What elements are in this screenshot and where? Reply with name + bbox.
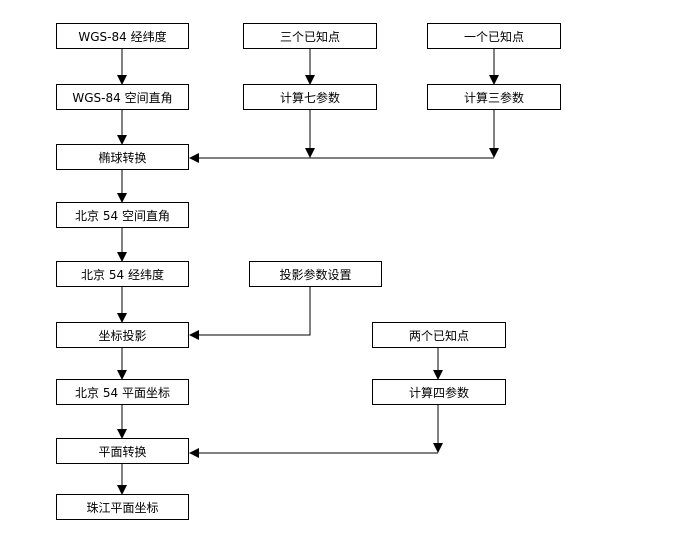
box-beijing54-cartesian: 北京 54 空间直角 xyxy=(56,202,189,228)
box-zhujiang-plane: 珠江平面坐标 xyxy=(56,494,189,520)
box-calc-four-params: 计算四参数 xyxy=(372,379,506,405)
box-ellipsoid-transform: 椭球转换 xyxy=(56,144,189,170)
box-calc-three-params: 计算三参数 xyxy=(427,84,561,110)
box-plane-transform: 平面转换 xyxy=(56,438,189,464)
box-projection-params: 投影参数设置 xyxy=(249,261,382,287)
box-one-known-point: 一个已知点 xyxy=(427,23,561,49)
box-two-known-points: 两个已知点 xyxy=(372,322,506,348)
box-beijing54-geo: 北京 54 经纬度 xyxy=(56,261,189,287)
arrow-projection-params-to-projection xyxy=(189,287,311,340)
box-beijing54-plane: 北京 54 平面坐标 xyxy=(56,379,189,405)
box-wgs84-cartesian: WGS-84 空间直角 xyxy=(56,84,189,110)
box-three-known-points: 三个已知点 xyxy=(243,23,377,49)
box-calc-seven-params: 计算七参数 xyxy=(243,84,377,110)
box-wgs84-geo: WGS-84 经纬度 xyxy=(56,23,189,49)
box-coord-projection: 坐标投影 xyxy=(56,322,189,348)
